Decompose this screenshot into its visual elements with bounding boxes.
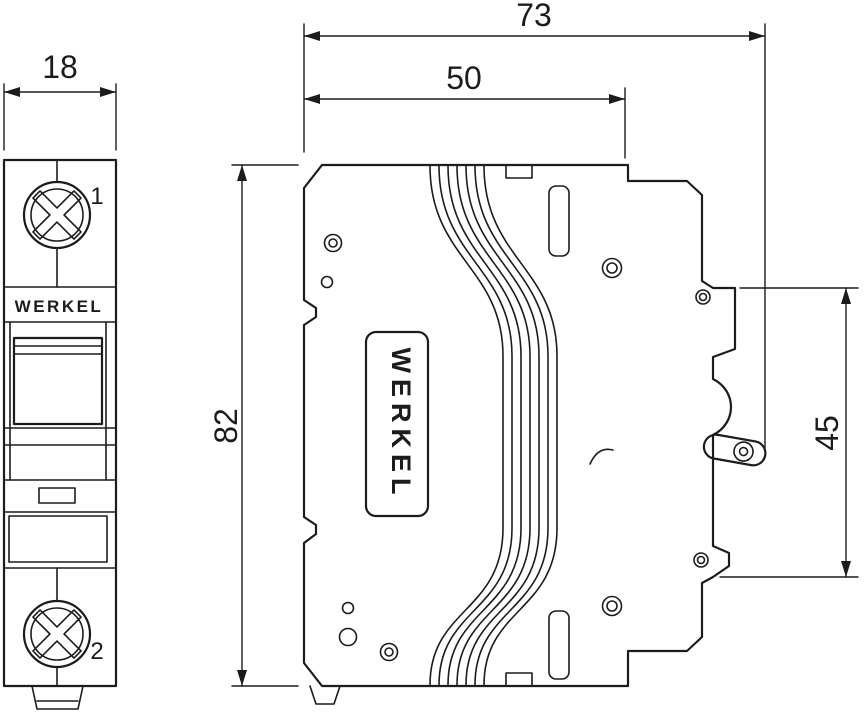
top-vent-slot [548, 185, 570, 257]
screw-terminal-top [22, 159, 92, 288]
rivets [320, 233, 711, 662]
dim-height: 82 [208, 164, 299, 687]
dim-18-label: 18 [42, 49, 78, 85]
front-view: 1 WERKEL 2 [2, 158, 118, 710]
top-tab [505, 164, 533, 179]
screw-terminal-bottom [22, 567, 92, 687]
toggle-switch [3, 321, 117, 481]
arc-detail [589, 448, 614, 465]
bottom-foot [309, 685, 341, 705]
brand-plate [364, 330, 430, 518]
front-body-outline [2, 158, 118, 688]
dim-45-label: 45 [809, 415, 845, 451]
terminal-2-label: 2 [90, 638, 103, 665]
marking-window [38, 487, 76, 504]
phillips-cross-icon [32, 190, 82, 240]
dim-overall-depth: 73 [303, 0, 766, 449]
bottom-tab [505, 672, 533, 687]
phillips-cross-icon [32, 609, 82, 659]
front-din-clip [31, 685, 84, 710]
terminal-1-label: 1 [90, 183, 103, 210]
bottom-vent-slot [548, 610, 570, 680]
dim-73-label: 73 [516, 0, 552, 33]
dimensions: 18 73 50 82 [3, 0, 859, 687]
housing-seam-lines [429, 165, 558, 686]
din-latch [702, 433, 767, 467]
brand-label-side: WERKEL [386, 348, 416, 501]
brand-label-front: WERKEL [15, 297, 104, 316]
label-field [8, 515, 108, 563]
front-section-lines [3, 286, 117, 569]
dim-front-width: 18 [3, 49, 117, 151]
dim-body-depth: 50 [303, 60, 626, 159]
dim-82-label: 82 [208, 408, 244, 444]
dim-50-label: 50 [446, 60, 482, 96]
dim-din-height: 45 [719, 287, 859, 578]
side-body-outline [302, 163, 737, 688]
side-view: WERKEL [302, 163, 767, 705]
